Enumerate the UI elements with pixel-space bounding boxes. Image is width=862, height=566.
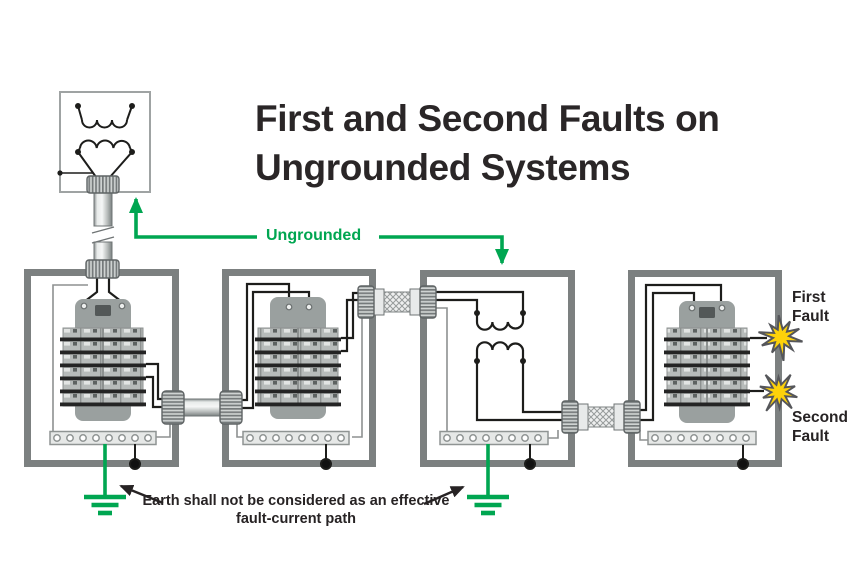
panelboard-4 [664,301,750,423]
earth-ground-icon-left [84,444,126,516]
flex-conduit-2-3 [357,285,437,319]
bonding-wires [52,284,650,441]
title-line-2: Ungrounded Systems [255,147,631,188]
conduit-nipple-1-2 [161,390,243,425]
ungrounded-label: Ungrounded [266,227,362,244]
earth-note-arrows [119,484,465,506]
transformer-coil-icon [474,310,526,364]
fault-starburst-second [759,373,798,412]
terminal-strips [49,430,757,446]
panelboard-2 [255,297,341,419]
ungrounded-callout-arrows [129,197,509,265]
page-title: First and Second Faults on Ungrounded Sy… [255,94,720,192]
circuit-wires [83,276,767,422]
first-fault-label: First Fault [792,289,830,325]
second-fault-label: Second Fault [792,409,848,445]
fault-starburst-first [758,314,803,362]
earth-note-label: Earth shall not be considered as an effe… [142,493,450,527]
utility-transformer-icon [57,91,151,193]
flex-conduit-3-4 [561,400,641,434]
service-conduit [85,175,120,279]
earth-ground-icon-right [467,444,509,516]
conductor-stubs [129,444,749,470]
title-line-1: First and Second Faults on [255,98,720,139]
panelboard-1 [60,299,146,421]
